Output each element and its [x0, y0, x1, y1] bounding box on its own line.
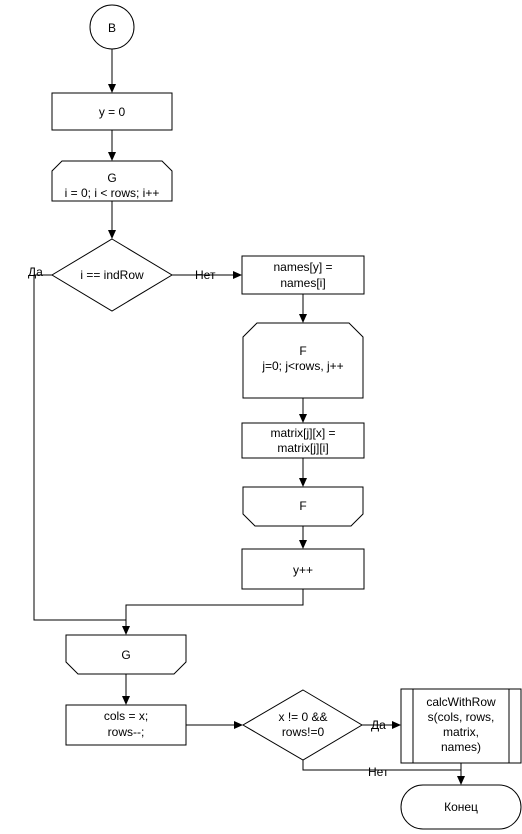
end-node: Конец: [400, 784, 522, 830]
arrowhead: [392, 721, 401, 729]
branch-yes-2-label: Да: [371, 718, 386, 732]
loop-g-end-shape: [65, 634, 187, 675]
loop-f-start: F j=0; j<rows, j++: [242, 322, 364, 399]
branch-no-2-label: Нет: [368, 765, 389, 779]
arrowhead: [233, 271, 242, 279]
loop-f-end-shape: [242, 486, 364, 527]
connectors: [33, 49, 465, 785]
connector-cond-yes: [33, 274, 126, 621]
arrowhead: [299, 314, 307, 323]
assign-cols-line1: cols = x;: [104, 709, 148, 723]
init-y-process: y = 0: [51, 92, 173, 131]
arrowhead: [299, 540, 307, 549]
loop-f-end: F: [242, 486, 364, 527]
assign-matrix-process: matrix[j][x] = matrix[j][i]: [241, 422, 365, 459]
assign-names-box: [241, 255, 365, 295]
incr-y-process: y++: [241, 548, 365, 590]
arrowhead: [122, 696, 130, 705]
arrowhead: [299, 414, 307, 423]
call-calc-line4: names): [441, 740, 481, 754]
assign-matrix-box: [241, 422, 365, 459]
call-calc-subprocess: calcWithRow s(cols, rows, matrix, names): [400, 688, 522, 764]
branch-no-label: Нет: [195, 268, 216, 282]
connector-cond2-no: [302, 760, 461, 771]
arrowhead: [299, 478, 307, 487]
decision-row-diamond: [51, 238, 173, 312]
loop-g-end: G: [65, 634, 187, 675]
loop-g-start-condition: i = 0; i < rows; i++: [65, 186, 160, 200]
loop-g-start-shape: [51, 160, 173, 202]
call-calc-line3: matrix,: [443, 725, 479, 739]
loop-g-start: G i = 0; i < rows; i++: [51, 160, 173, 202]
start-circle: [89, 4, 135, 50]
call-calc-line1: calcWithRow: [426, 695, 496, 709]
call-calc-box: [400, 688, 522, 764]
decision-nonzero-line2: rows!=0: [282, 725, 325, 739]
assign-cols-line2: rows--;: [108, 725, 145, 739]
loop-f-start-condition: j=0; j<rows, j++: [261, 359, 343, 373]
loop-f-end-label: F: [299, 499, 306, 513]
decision-nonzero-line1: x != 0 &&: [278, 710, 327, 724]
decision-nonzero: x != 0 && rows!=0: [242, 689, 363, 761]
loop-f-start-shape: [242, 322, 364, 399]
assign-names-line1: names[y] =: [273, 260, 332, 274]
incr-y-label: y++: [293, 563, 313, 577]
assign-names-line2: names[i]: [280, 276, 325, 290]
start-label: B: [108, 21, 116, 35]
init-y-label: y = 0: [99, 105, 126, 119]
call-calc-line2: s(cols, rows,: [428, 710, 495, 724]
assign-cols-process: cols = x; rows--;: [65, 704, 187, 746]
assign-cols-box: [65, 704, 187, 746]
arrowhead: [108, 152, 116, 161]
loop-g-end-label: G: [121, 648, 130, 662]
decision-nonzero-diamond: [242, 689, 363, 761]
arrowhead: [122, 626, 130, 635]
incr-y-box: [241, 548, 365, 590]
end-terminator: [400, 784, 522, 830]
loop-g-start-name: G: [107, 171, 116, 185]
assign-matrix-line1: matrix[j][x] =: [270, 426, 335, 440]
arrowhead: [234, 721, 243, 729]
decision-row: i == indRow: [51, 238, 173, 312]
arrowhead: [108, 84, 116, 93]
branch-yes-label: Да: [28, 265, 43, 279]
loop-f-start-name: F: [299, 344, 306, 358]
arrowhead: [457, 776, 465, 785]
assign-matrix-line2: matrix[j][i]: [277, 441, 328, 455]
assign-names-process: names[y] = names[i]: [241, 255, 365, 295]
decision-row-label: i == indRow: [80, 268, 144, 282]
end-label: Конец: [444, 800, 478, 814]
start-node: B: [89, 4, 135, 50]
init-y-box: [51, 92, 173, 131]
arrowhead: [108, 230, 116, 239]
connector-incr-merge: [125, 589, 304, 626]
